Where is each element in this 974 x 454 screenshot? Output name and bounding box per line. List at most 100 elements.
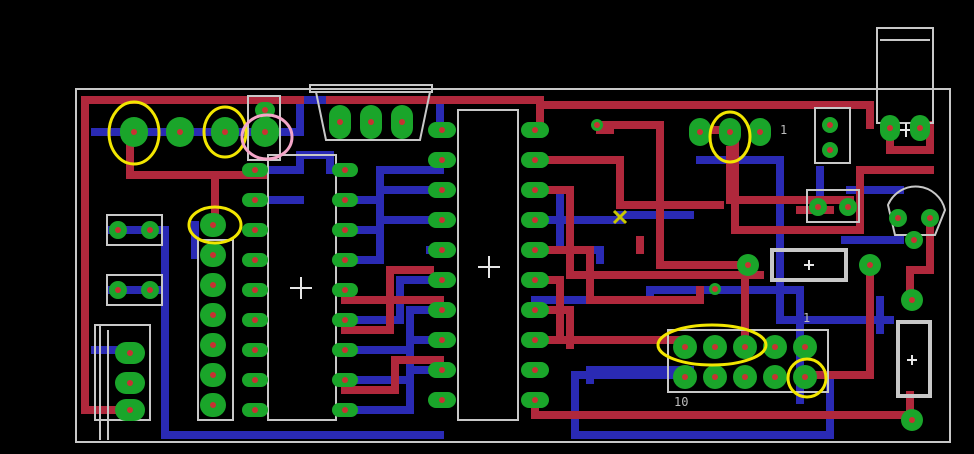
pad-drill bbox=[210, 372, 216, 378]
pad-drill bbox=[867, 262, 873, 268]
pads bbox=[109, 102, 939, 431]
pad-drill bbox=[887, 125, 893, 131]
pad-drill bbox=[439, 367, 445, 373]
pad-drill bbox=[439, 127, 445, 133]
pad-drill bbox=[342, 287, 348, 293]
pad-drill bbox=[439, 397, 445, 403]
pad-drill bbox=[757, 129, 763, 135]
pad-drill bbox=[127, 380, 133, 386]
highlight-circle-2 bbox=[202, 105, 248, 159]
pad-drill bbox=[127, 350, 133, 356]
pad-drill bbox=[532, 127, 538, 133]
pad-drill bbox=[532, 367, 538, 373]
pad-drill bbox=[909, 417, 915, 423]
pad-drill bbox=[252, 257, 258, 263]
pad-drill bbox=[342, 317, 348, 323]
pad-drill bbox=[252, 317, 258, 323]
pad-drill bbox=[727, 129, 733, 135]
resistor-outline-1 bbox=[770, 248, 848, 282]
cap-outline-2 bbox=[106, 274, 163, 306]
pad-drill bbox=[917, 125, 923, 131]
pad-drill bbox=[210, 402, 216, 408]
pad-drill bbox=[439, 247, 445, 253]
pad-drill bbox=[845, 204, 851, 210]
pad-drill bbox=[439, 217, 445, 223]
pad-drill bbox=[131, 129, 137, 135]
pad-drill bbox=[342, 197, 348, 203]
connector-top-outline bbox=[309, 84, 433, 141]
pad-drill bbox=[712, 344, 718, 350]
connector-topright-outline bbox=[876, 27, 934, 124]
pad-drill bbox=[210, 252, 216, 258]
resistor-outline-2 bbox=[896, 320, 932, 398]
pad-drill bbox=[712, 286, 718, 292]
pad-drill bbox=[342, 227, 348, 233]
pad-drill bbox=[262, 107, 268, 113]
cap-outline-4 bbox=[806, 189, 860, 223]
highlight-circle-6 bbox=[786, 357, 828, 399]
pad-drill bbox=[147, 227, 153, 233]
pad-drill bbox=[772, 374, 778, 380]
pad-drill bbox=[594, 122, 600, 128]
pad-drill bbox=[210, 342, 216, 348]
pad-drill bbox=[712, 374, 718, 380]
ic-main-outline bbox=[457, 109, 519, 421]
pad-drill bbox=[532, 157, 538, 163]
pad-drill bbox=[115, 287, 121, 293]
pad-drill bbox=[532, 217, 538, 223]
pad-drill bbox=[927, 215, 933, 221]
pad-drill bbox=[342, 377, 348, 383]
pad-drill bbox=[439, 307, 445, 313]
pad-drill bbox=[802, 344, 808, 350]
pad-drill bbox=[532, 337, 538, 343]
pad-drill bbox=[909, 297, 915, 303]
pad-drill bbox=[532, 247, 538, 253]
pad-drill bbox=[252, 227, 258, 233]
pad-drill bbox=[252, 167, 258, 173]
pad-drill bbox=[115, 227, 121, 233]
pad-drill bbox=[815, 204, 821, 210]
pad-drill bbox=[252, 407, 258, 413]
pad-drill bbox=[210, 312, 216, 318]
pad-drill bbox=[147, 287, 153, 293]
pad-drill bbox=[697, 129, 703, 135]
via-marker bbox=[612, 209, 628, 225]
highlight-circle-pink bbox=[240, 113, 294, 161]
pad-drill bbox=[439, 187, 445, 193]
cap-outline-1 bbox=[106, 214, 163, 246]
pad-drill bbox=[827, 147, 833, 153]
cap-outline-3 bbox=[814, 107, 851, 164]
pad-drill bbox=[368, 119, 374, 125]
pad-drill bbox=[210, 282, 216, 288]
pin1-label: 1 bbox=[780, 123, 788, 137]
pad-drill bbox=[252, 347, 258, 353]
pad-drill bbox=[532, 277, 538, 283]
pad-drill bbox=[742, 374, 748, 380]
pad-drill bbox=[532, 307, 538, 313]
pad-drill bbox=[742, 344, 748, 350]
pad-drill bbox=[222, 129, 228, 135]
pad-drill bbox=[252, 287, 258, 293]
connector-left-outline bbox=[94, 324, 151, 440]
pad-drill bbox=[252, 197, 258, 203]
pad-drill bbox=[337, 119, 343, 125]
pad-drill bbox=[342, 167, 348, 173]
pad-drill bbox=[342, 347, 348, 353]
pin1-header-label: 1 bbox=[803, 311, 811, 325]
pad-drill bbox=[399, 119, 405, 125]
highlight-circle-3 bbox=[187, 205, 243, 245]
highlights bbox=[107, 100, 828, 399]
pad-drill bbox=[895, 215, 901, 221]
pad-drill bbox=[127, 407, 133, 413]
board-outline bbox=[75, 88, 951, 443]
pad-drill bbox=[342, 257, 348, 263]
pad-drill bbox=[532, 187, 538, 193]
transistor-outline bbox=[886, 185, 947, 236]
pad-drill bbox=[682, 374, 688, 380]
pad-drill bbox=[439, 337, 445, 343]
header-ref-label: 10 bbox=[674, 395, 689, 409]
pad-drill bbox=[262, 129, 268, 135]
highlight-circle-5 bbox=[656, 323, 768, 367]
pad-drill bbox=[342, 407, 348, 413]
